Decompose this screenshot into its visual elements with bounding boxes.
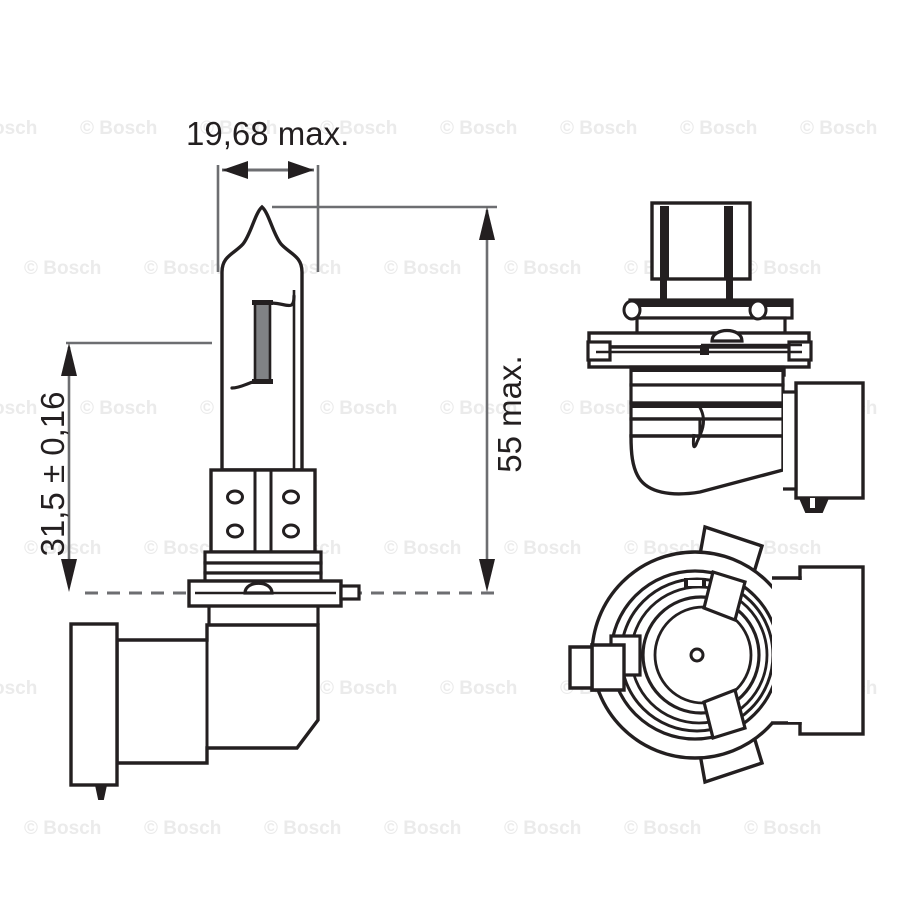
plastic-socket-body <box>115 623 320 765</box>
end-connector-plug <box>798 565 865 736</box>
end-left-lug <box>590 643 626 692</box>
side-lower-body-step <box>631 417 702 436</box>
metal-base-collar <box>209 468 317 554</box>
socket-stem-lines <box>207 606 320 625</box>
side-ribbed-shade <box>631 367 783 408</box>
side-flange-notch <box>700 345 709 355</box>
end-left-lug-outer <box>568 645 594 690</box>
base-crimp-holes <box>226 489 300 539</box>
side-ribbed-body <box>629 365 785 438</box>
flange-locating-bump <box>243 581 274 595</box>
side-flange-inner-line <box>596 343 802 354</box>
connector-plug <box>69 622 119 787</box>
side-locating-flange <box>587 331 811 369</box>
side-connector-neck <box>783 390 798 491</box>
side-connector-plug <box>794 381 865 500</box>
filament-end-caps <box>252 300 273 384</box>
arrow-315-bottom <box>61 559 77 592</box>
filament <box>253 301 272 383</box>
side-lower-body <box>629 434 785 496</box>
arrow-55-top <box>479 207 495 240</box>
base-collar-ribs <box>253 470 273 552</box>
arrow-width-left <box>222 161 248 179</box>
arrow-width-right <box>288 161 314 179</box>
end-connector-neck-fill <box>788 580 802 722</box>
dimension-arrowheads <box>61 161 495 592</box>
arrow-55-bottom <box>479 559 495 592</box>
side-connector-plug-tab-slot <box>810 498 815 508</box>
side-contact-blade-stems <box>660 279 733 302</box>
base-ribbed-rings <box>203 550 323 583</box>
flange-side-stub <box>339 584 361 601</box>
connector-plug-tab <box>94 784 108 800</box>
end-keyway-slot-inner <box>688 580 702 586</box>
side-upper-collar-shade <box>630 300 792 307</box>
end-center-pin <box>689 647 705 663</box>
side-collar-lugs <box>622 299 768 321</box>
side-lower-body-curve-detail <box>691 402 705 449</box>
side-contact-blades <box>660 206 733 279</box>
side-flange-bump <box>710 328 744 343</box>
arrow-315-top <box>61 343 77 376</box>
